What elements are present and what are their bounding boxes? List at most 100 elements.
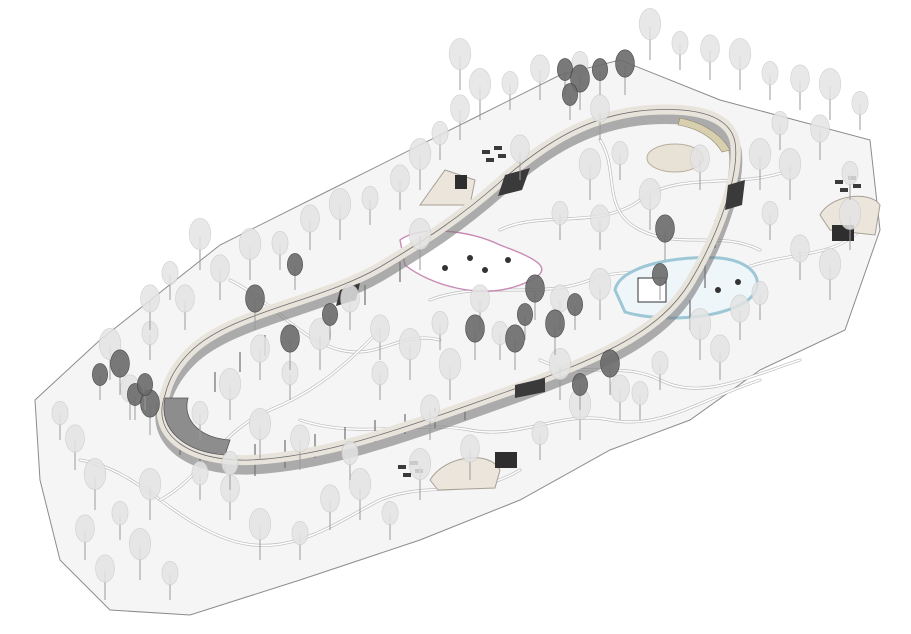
tree-icon xyxy=(790,64,810,110)
tree-icon xyxy=(65,424,85,470)
tree-icon xyxy=(95,554,115,600)
tree-icon xyxy=(810,114,830,160)
tree-icon xyxy=(448,38,472,90)
treehouse-icon xyxy=(652,263,668,300)
tree-icon xyxy=(761,60,779,100)
tree-icon xyxy=(83,458,107,510)
treehouse-icon xyxy=(517,303,533,340)
treehouse-icon xyxy=(545,309,565,355)
treehouse-icon xyxy=(505,324,525,370)
tree-icon xyxy=(371,360,389,400)
tree-icon xyxy=(431,121,449,160)
play-sculptures xyxy=(442,255,741,293)
treehouse-clusters xyxy=(92,49,675,435)
ramp-north xyxy=(498,168,530,196)
pavilion-north xyxy=(455,175,467,189)
treehouse-icon xyxy=(615,49,635,95)
tree-icon xyxy=(728,38,752,90)
tree-icon xyxy=(548,348,572,400)
tree-icon xyxy=(530,54,550,100)
tree-icon xyxy=(250,334,270,380)
ramp-south xyxy=(515,378,545,398)
tree-icon xyxy=(191,460,209,500)
treehouse-icon xyxy=(572,373,588,410)
tree-icon xyxy=(210,254,230,300)
treehouse-icon xyxy=(592,58,608,95)
tree-icon xyxy=(748,138,772,190)
tree-icon xyxy=(161,260,179,300)
treehouse-icon xyxy=(287,253,303,290)
tree-icon xyxy=(381,500,399,540)
tree-icon xyxy=(361,186,379,225)
tree-icon xyxy=(638,178,662,230)
tree-icon xyxy=(308,318,332,370)
tree-icon xyxy=(651,350,669,390)
tree-icon xyxy=(700,34,720,80)
tree-icon xyxy=(191,400,209,440)
tree-icon xyxy=(818,248,842,300)
tree-icon xyxy=(761,201,779,240)
tree-icon xyxy=(611,141,629,180)
tree-icon xyxy=(140,284,160,330)
forest-trees xyxy=(51,8,869,600)
pavilion-south xyxy=(495,452,517,468)
tree-icon xyxy=(671,30,689,70)
tree-icon xyxy=(370,314,390,360)
tree-icon xyxy=(778,148,802,200)
treehouse-icon xyxy=(137,373,153,410)
treehouse-icon xyxy=(655,214,675,260)
tree-icon xyxy=(248,408,272,460)
tree-icon xyxy=(588,268,612,320)
tree-icon xyxy=(75,514,95,560)
tree-icon xyxy=(291,520,309,560)
tree-icon xyxy=(408,448,432,500)
tree-icon xyxy=(690,144,710,190)
tree-icon xyxy=(841,161,859,200)
tree-icon xyxy=(590,94,610,140)
tree-icon xyxy=(590,204,610,250)
tree-icon xyxy=(638,8,662,60)
tree-icon xyxy=(491,320,509,360)
south-entry-plaza xyxy=(429,457,501,491)
ramp-east xyxy=(725,180,745,210)
tree-icon xyxy=(248,508,272,560)
tree-icon xyxy=(290,424,310,470)
tree-icon xyxy=(531,420,549,460)
tree-icon xyxy=(221,450,239,490)
tree-icon xyxy=(551,201,569,240)
treehouse-icon xyxy=(562,83,578,120)
tree-icon xyxy=(271,231,289,270)
tree-icon xyxy=(431,310,449,350)
tree-icon xyxy=(751,280,769,320)
tree-icon xyxy=(510,134,530,180)
site-boundary xyxy=(34,59,881,616)
tree-icon xyxy=(578,148,602,200)
tree-icon xyxy=(340,284,360,330)
tree-icon xyxy=(460,434,480,480)
tree-icon xyxy=(420,394,440,440)
tree-icon xyxy=(341,440,359,480)
treehouse-icon xyxy=(600,349,620,395)
treehouse-icon xyxy=(570,64,590,110)
tree-icon xyxy=(238,228,262,280)
tree-icon xyxy=(218,368,242,420)
tree-icon xyxy=(300,204,320,250)
tree-icon xyxy=(468,68,492,120)
tree-icon xyxy=(175,284,195,330)
tree-icon xyxy=(111,500,129,540)
tree-icon xyxy=(501,71,519,110)
tree-icon xyxy=(408,138,432,190)
bench-cluster-north xyxy=(482,146,506,162)
tree-icon xyxy=(328,188,352,240)
treehouse-icon xyxy=(525,274,545,320)
treehouse-icon xyxy=(465,314,485,360)
tree-icon xyxy=(408,218,432,270)
tree-icon xyxy=(710,334,730,380)
tree-icon xyxy=(348,468,372,520)
treehouse-icon xyxy=(110,349,130,395)
tree-icon xyxy=(390,164,410,210)
tree-icon xyxy=(631,380,649,420)
amphitheater-steps xyxy=(677,117,731,153)
